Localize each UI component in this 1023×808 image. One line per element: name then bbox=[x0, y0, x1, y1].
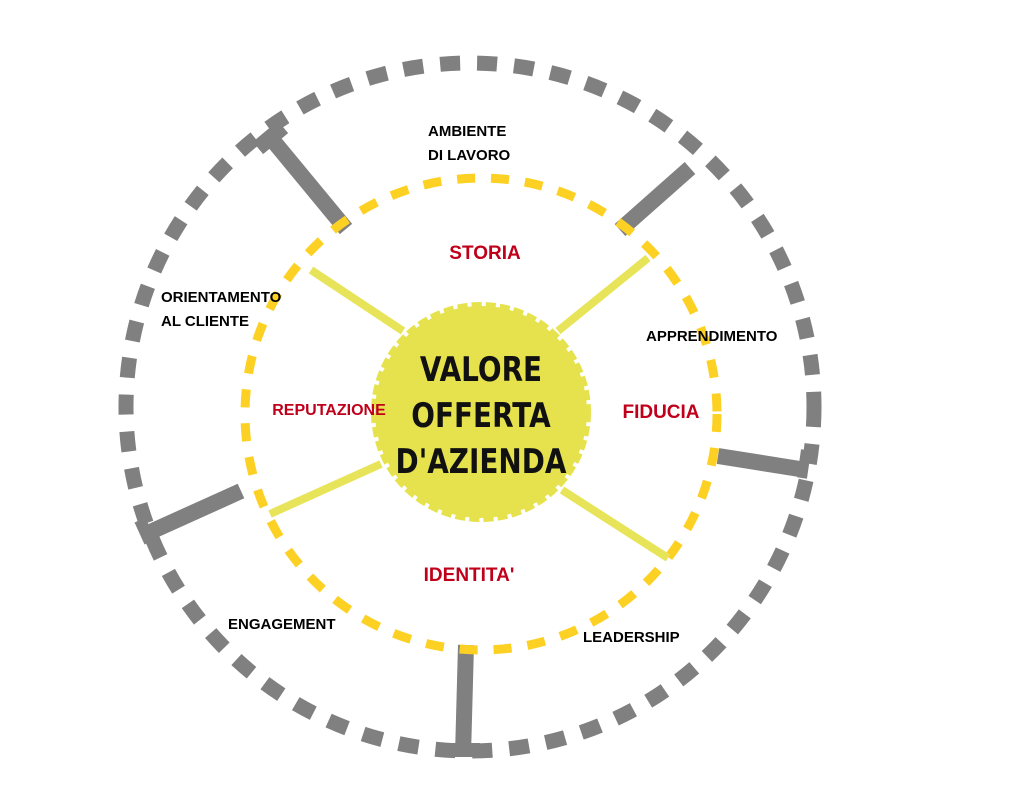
divider-left bbox=[144, 483, 245, 541]
center-circle bbox=[371, 302, 591, 522]
outer-labels: AMBIENTE DI LAVORO ORIENTAMENTO AL CLIEN… bbox=[161, 123, 778, 646]
label-engagement: ENGAGEMENT bbox=[228, 616, 336, 633]
center-title: VALORE OFFERTA D'AZIENDA bbox=[396, 350, 567, 481]
label-storia: STORIA bbox=[449, 243, 521, 264]
divider-right-cap bbox=[797, 449, 811, 479]
center-line-2: OFFERTA bbox=[411, 396, 550, 435]
center-line-1: VALORE bbox=[420, 350, 542, 389]
label-leadership: LEADERSHIP bbox=[583, 629, 680, 646]
outer-dividers bbox=[134, 120, 811, 757]
spokes bbox=[268, 254, 671, 562]
divider-top-right bbox=[614, 162, 696, 236]
outer-ring bbox=[118, 55, 822, 759]
label-fiducia: FIDUCIA bbox=[622, 402, 699, 423]
divider-top-left-cap bbox=[252, 120, 289, 155]
divider-right bbox=[716, 448, 808, 478]
divider-left-cap bbox=[134, 517, 156, 545]
divider-bottom bbox=[455, 644, 474, 756]
label-identita: IDENTITA' bbox=[424, 565, 515, 586]
label-orientamento-line-1: ORIENTAMENTO bbox=[161, 289, 282, 306]
spoke-top-left bbox=[308, 266, 406, 335]
label-orientamento-line-2: AL CLIENTE bbox=[161, 313, 249, 330]
label-reputazione: REPUTAZIONE bbox=[272, 402, 386, 419]
spoke-bottom-left bbox=[268, 460, 383, 518]
divider-top-left bbox=[263, 131, 353, 235]
label-ambiente-line-2: DI LAVORO bbox=[428, 147, 511, 164]
spoke-top-right bbox=[555, 254, 651, 335]
inner-ring bbox=[240, 173, 722, 655]
inner-labels: STORIA FIDUCIA IDENTITA' REPUTAZIONE bbox=[272, 243, 700, 586]
spoke-bottom-right bbox=[559, 486, 671, 562]
label-ambiente-line-1: AMBIENTE bbox=[428, 123, 506, 140]
center-line-3: D'AZIENDA bbox=[396, 442, 567, 481]
label-apprendimento: APPRENDIMENTO bbox=[646, 328, 778, 345]
